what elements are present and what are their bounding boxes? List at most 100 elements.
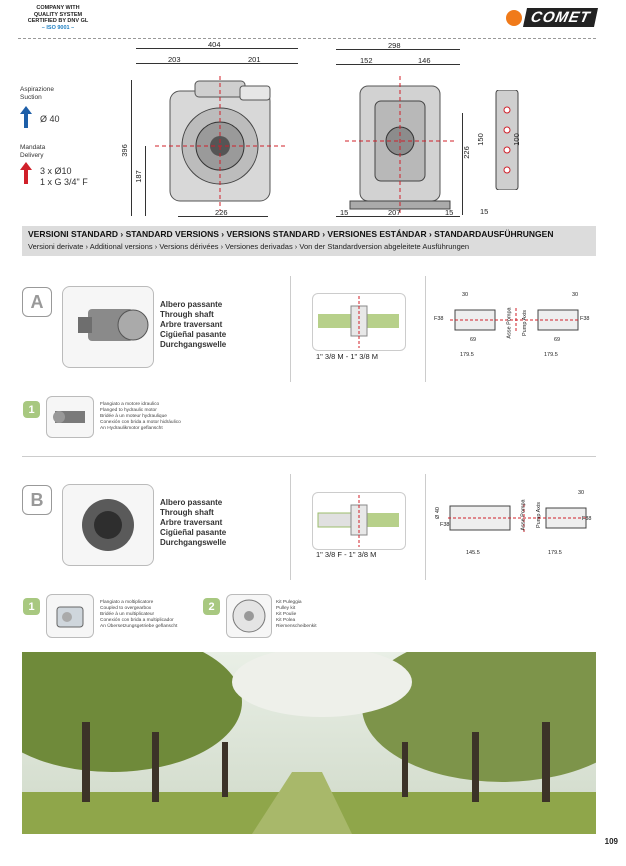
- dim-a-left-dia: F38: [434, 316, 444, 322]
- pump-front-drawing: [155, 76, 285, 211]
- delivery-value-2: 1 x G 3/4" F: [40, 177, 88, 187]
- dimension-line: [136, 48, 298, 49]
- dim-a-axis-en: Pump Axis: [521, 310, 528, 336]
- dim-b-right-total: 179.5: [548, 550, 562, 556]
- sub-name: Conexión con brida a motor hidráulico: [100, 420, 181, 425]
- through-shaft-image: [78, 309, 149, 341]
- orchard-photo: [22, 652, 596, 834]
- side-width-total: 298: [388, 41, 401, 50]
- dim-a-right-total: 179.5: [544, 352, 558, 358]
- overgearbox-photo: [46, 594, 94, 638]
- suction-label-en: Suction: [20, 93, 42, 101]
- dimension-line: [398, 64, 460, 65]
- sub-name: Flanged to hydraulic motor: [100, 408, 157, 413]
- pulley-image: [232, 599, 266, 633]
- brand-name: COMET: [522, 8, 599, 27]
- option-b-sub2-names: Kit Puleggia Pulley kit Kit Poulie Kit P…: [276, 600, 317, 630]
- option-a-sub-badge: 1: [23, 401, 40, 418]
- dimension-line: [145, 146, 146, 216]
- versions-bar: VERSIONI STANDARD › STANDARD VERSIONS › …: [22, 226, 596, 256]
- sub-name: Riemenscheibenkit: [276, 624, 317, 629]
- through-shaft-b-image: [82, 499, 134, 551]
- dim-b-right-top: 30: [578, 490, 585, 496]
- certification-block: COMPANY WITH QUALITY SYSTEM CERTIFIED BY…: [18, 5, 98, 31]
- option-b-tech-drawing: 30 Ø 40 F38 F38 145.5 179.5 Asse Pompa P…: [430, 486, 596, 558]
- side-width-right: 146: [418, 56, 431, 65]
- dimension-line: [131, 80, 132, 216]
- delivery-legend: Mandata Delivery: [20, 144, 45, 159]
- page-number: 109: [604, 837, 618, 846]
- sub-name: Kit Puleggia: [276, 600, 302, 605]
- suction-value: Ø 40: [40, 114, 60, 124]
- option-a-shaft-diagram: [312, 293, 406, 351]
- side-height-total: 226: [461, 146, 471, 159]
- name-en: Through shaft: [160, 310, 214, 319]
- name-fr: Arbre traversant: [160, 518, 223, 527]
- dim-a-left-total: 179.5: [460, 352, 474, 358]
- option-a-badge: A: [22, 287, 52, 317]
- delivery-label-en: Delivery: [20, 151, 44, 159]
- dim-b-axis-en: Pump Axis: [535, 502, 542, 528]
- dimension-line: [462, 113, 463, 215]
- front-height-total: 396: [119, 144, 129, 157]
- hydraulic-motor-photo: [46, 396, 94, 438]
- sub-name: Bridée à un multiplicateur: [100, 612, 155, 617]
- option-b-names: Albero passante Through shaft Arbre trav…: [160, 498, 226, 548]
- separator: [290, 276, 291, 382]
- hydraulic-motor-image: [53, 411, 85, 423]
- suction-legend: Aspirazione Suction: [20, 86, 54, 101]
- pump-front-view: 404 203 201 396 187 226: [120, 38, 300, 223]
- name-en: Through shaft: [160, 508, 214, 517]
- overgearbox-image: [56, 606, 84, 628]
- separator: [425, 474, 426, 580]
- option-a-photo: [62, 286, 154, 368]
- sub-name: An Hydraulikmotor geflanscht: [100, 426, 163, 431]
- delivery-value-1: 3 x Ø10: [40, 166, 72, 176]
- section-separator: [22, 456, 596, 457]
- suction-label-it: Aspirazione: [20, 86, 54, 93]
- option-b-badge: B: [22, 485, 52, 515]
- suction-arrow-icon: [20, 106, 32, 128]
- option-b-shaft-diagram: [312, 492, 406, 550]
- dimension-line: [136, 63, 217, 64]
- dim-b-dia-outer: Ø 40: [434, 507, 441, 519]
- side-base-mid: 207: [388, 208, 401, 217]
- tech-drawing-a: [450, 308, 580, 332]
- sub-name: Flangiato a motore idraulico: [100, 402, 160, 407]
- iso-label: – ISO 9001 –: [41, 24, 75, 31]
- option-a-tech-drawing: 30 30 F38 F38 69 69 179.5 179.5 Asse Pom…: [434, 290, 594, 360]
- dim-a-right-top: 30: [572, 292, 579, 298]
- pulley-photo: [226, 594, 272, 638]
- option-b-sub1-names: Flangiato a moltiplicatore Coupled to ov…: [100, 600, 177, 630]
- delivery-arrow-icon: [20, 162, 32, 184]
- option-a-sub-names: Flangiato a motore idraulico Flanged to …: [100, 402, 181, 432]
- cert-line: QUALITY SYSTEM: [33, 11, 83, 18]
- separator: [425, 276, 426, 382]
- mount-base: 15: [480, 207, 489, 216]
- mount-height-2: 100: [511, 133, 521, 146]
- name-it: Albero passante: [160, 300, 223, 309]
- dim-a-left-top: 30: [462, 292, 469, 298]
- sub-name: Bridée à un moteur hydraulique: [100, 414, 167, 419]
- logo-dot-icon: [505, 9, 522, 26]
- option-b-shaft-label: 1" 3/8 F - 1" 3/8 M: [316, 550, 377, 559]
- name-de: Durchgangswelle: [160, 538, 227, 547]
- dim-a-left-flange: 69: [470, 337, 477, 343]
- delivery-label-it: Mandata: [20, 144, 46, 151]
- dimension-line: [178, 216, 268, 217]
- sub-name: Flangiato a moltiplicatore: [100, 600, 154, 605]
- mount-plate-drawing: [495, 90, 519, 190]
- sub-name: Pulley kit: [276, 606, 296, 611]
- dimension-line: [336, 64, 398, 65]
- front-height-axis: 187: [133, 170, 143, 183]
- option-a-shaft-label: 1" 3/8 M - 1" 3/8 M: [316, 352, 379, 361]
- option-a-names: Albero passante Through shaft Arbre trav…: [160, 300, 226, 350]
- front-width-right: 201: [248, 55, 261, 64]
- front-width-left: 203: [168, 55, 181, 64]
- name-es: Cigüeñal pasante: [160, 528, 227, 537]
- dim-b-left-total: 145.5: [466, 550, 480, 556]
- name-es: Cigüeñal pasante: [160, 330, 227, 339]
- cert-line: COMPANY WITH: [36, 5, 80, 11]
- cert-line: CERTIFIED BY DNV GL: [27, 18, 89, 24]
- dim-a-right-dia: F38: [580, 316, 590, 322]
